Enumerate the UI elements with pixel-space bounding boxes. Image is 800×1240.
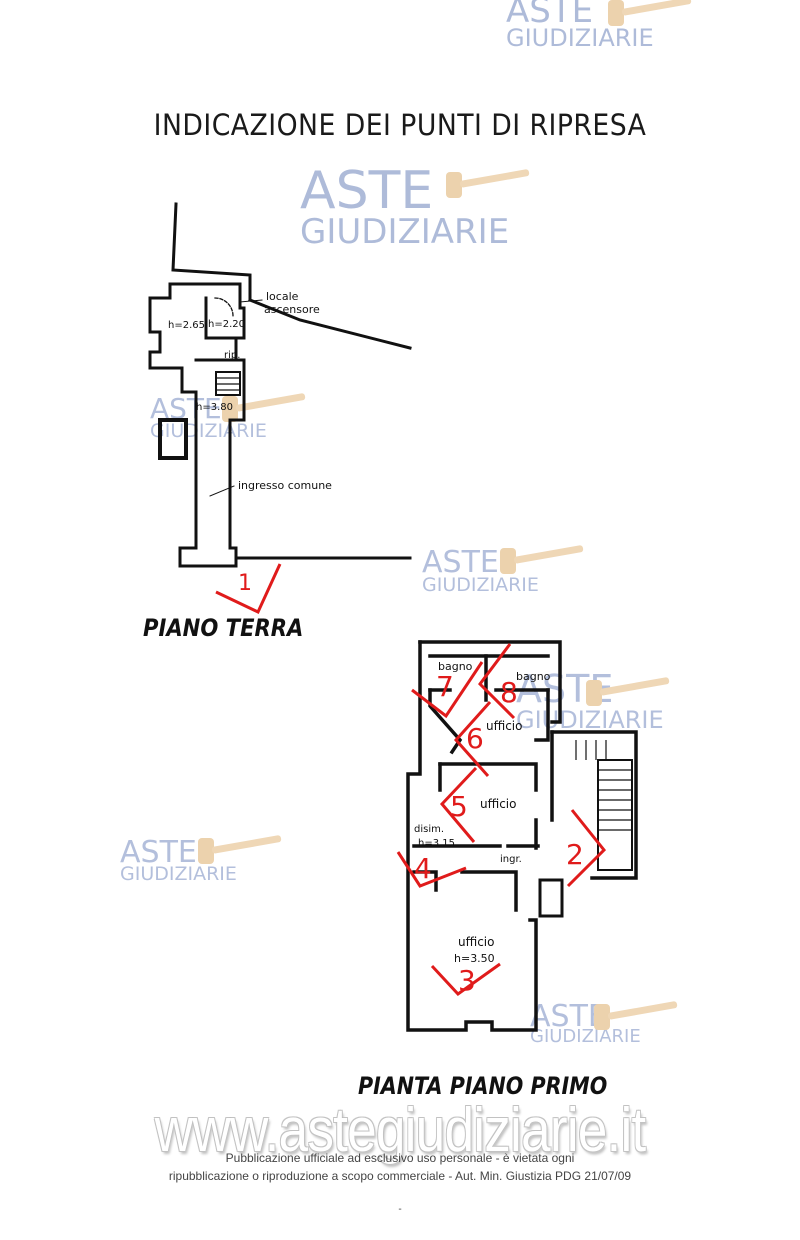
shot-point-1: 1: [215, 563, 282, 615]
shot-point-3: 3: [458, 964, 476, 997]
room-label-entrance: ingresso comune: [238, 479, 332, 492]
shot-point-5: 5: [450, 790, 468, 823]
room-label-elevator-2: ascensore: [264, 303, 320, 316]
first-floor-label: PIANTA PIANO PRIMO: [358, 1072, 608, 1100]
shot-point-7: 7: [436, 670, 454, 703]
height-label-office-3: h=3.50: [454, 952, 495, 965]
room-label-bath-1: bagno: [438, 660, 473, 673]
height-label-hall: h=3.15: [418, 838, 455, 849]
room-label-storage: rip.: [224, 350, 240, 361]
svg-text:1: 1: [238, 571, 252, 596]
height-label-2: h=2.20: [208, 319, 245, 330]
height-label-1: h=2.65: [168, 320, 205, 331]
room-label-office-2: ufficio: [480, 797, 516, 811]
ground-floor-label: PIANO TERRA: [143, 614, 304, 642]
room-label-bath-2: bagno: [516, 670, 551, 683]
shot-point-2: 2: [566, 838, 584, 871]
shot-point-4: 4: [414, 852, 432, 885]
room-label-office-1: ufficio: [486, 719, 522, 733]
room-label-entry: ingr.: [500, 854, 522, 865]
footer-line-2: ripubblicazione o riproduzione a scopo c…: [168, 1169, 632, 1183]
shot-point-6: 6: [466, 722, 484, 755]
room-label-elevator: locale: [266, 290, 299, 303]
shot-arrow-3: [430, 962, 501, 996]
page-title: INDICAZIONE DEI PUNTI DI RIPRESA: [153, 108, 647, 142]
shot-point-8: 8: [500, 676, 518, 709]
shot-arrow-2: [566, 809, 607, 888]
footer-line-3: -: [398, 1204, 402, 1215]
room-label-office-3: ufficio: [458, 935, 494, 949]
shot-arrow-8: [478, 643, 516, 720]
shot-arrow-6: [453, 700, 492, 777]
shot-arrow-4: [396, 851, 467, 888]
shot-arrow-5: [439, 766, 478, 843]
shot-arrow-7: [411, 661, 484, 719]
height-label-3: h=3.80: [196, 402, 233, 413]
site-watermark: www.astegiudiziarie.it: [154, 1096, 647, 1165]
footer-line-1: Pubblicazione ufficiale ad esclusivo uso…: [225, 1151, 575, 1165]
room-label-hall: disim.: [414, 824, 444, 835]
